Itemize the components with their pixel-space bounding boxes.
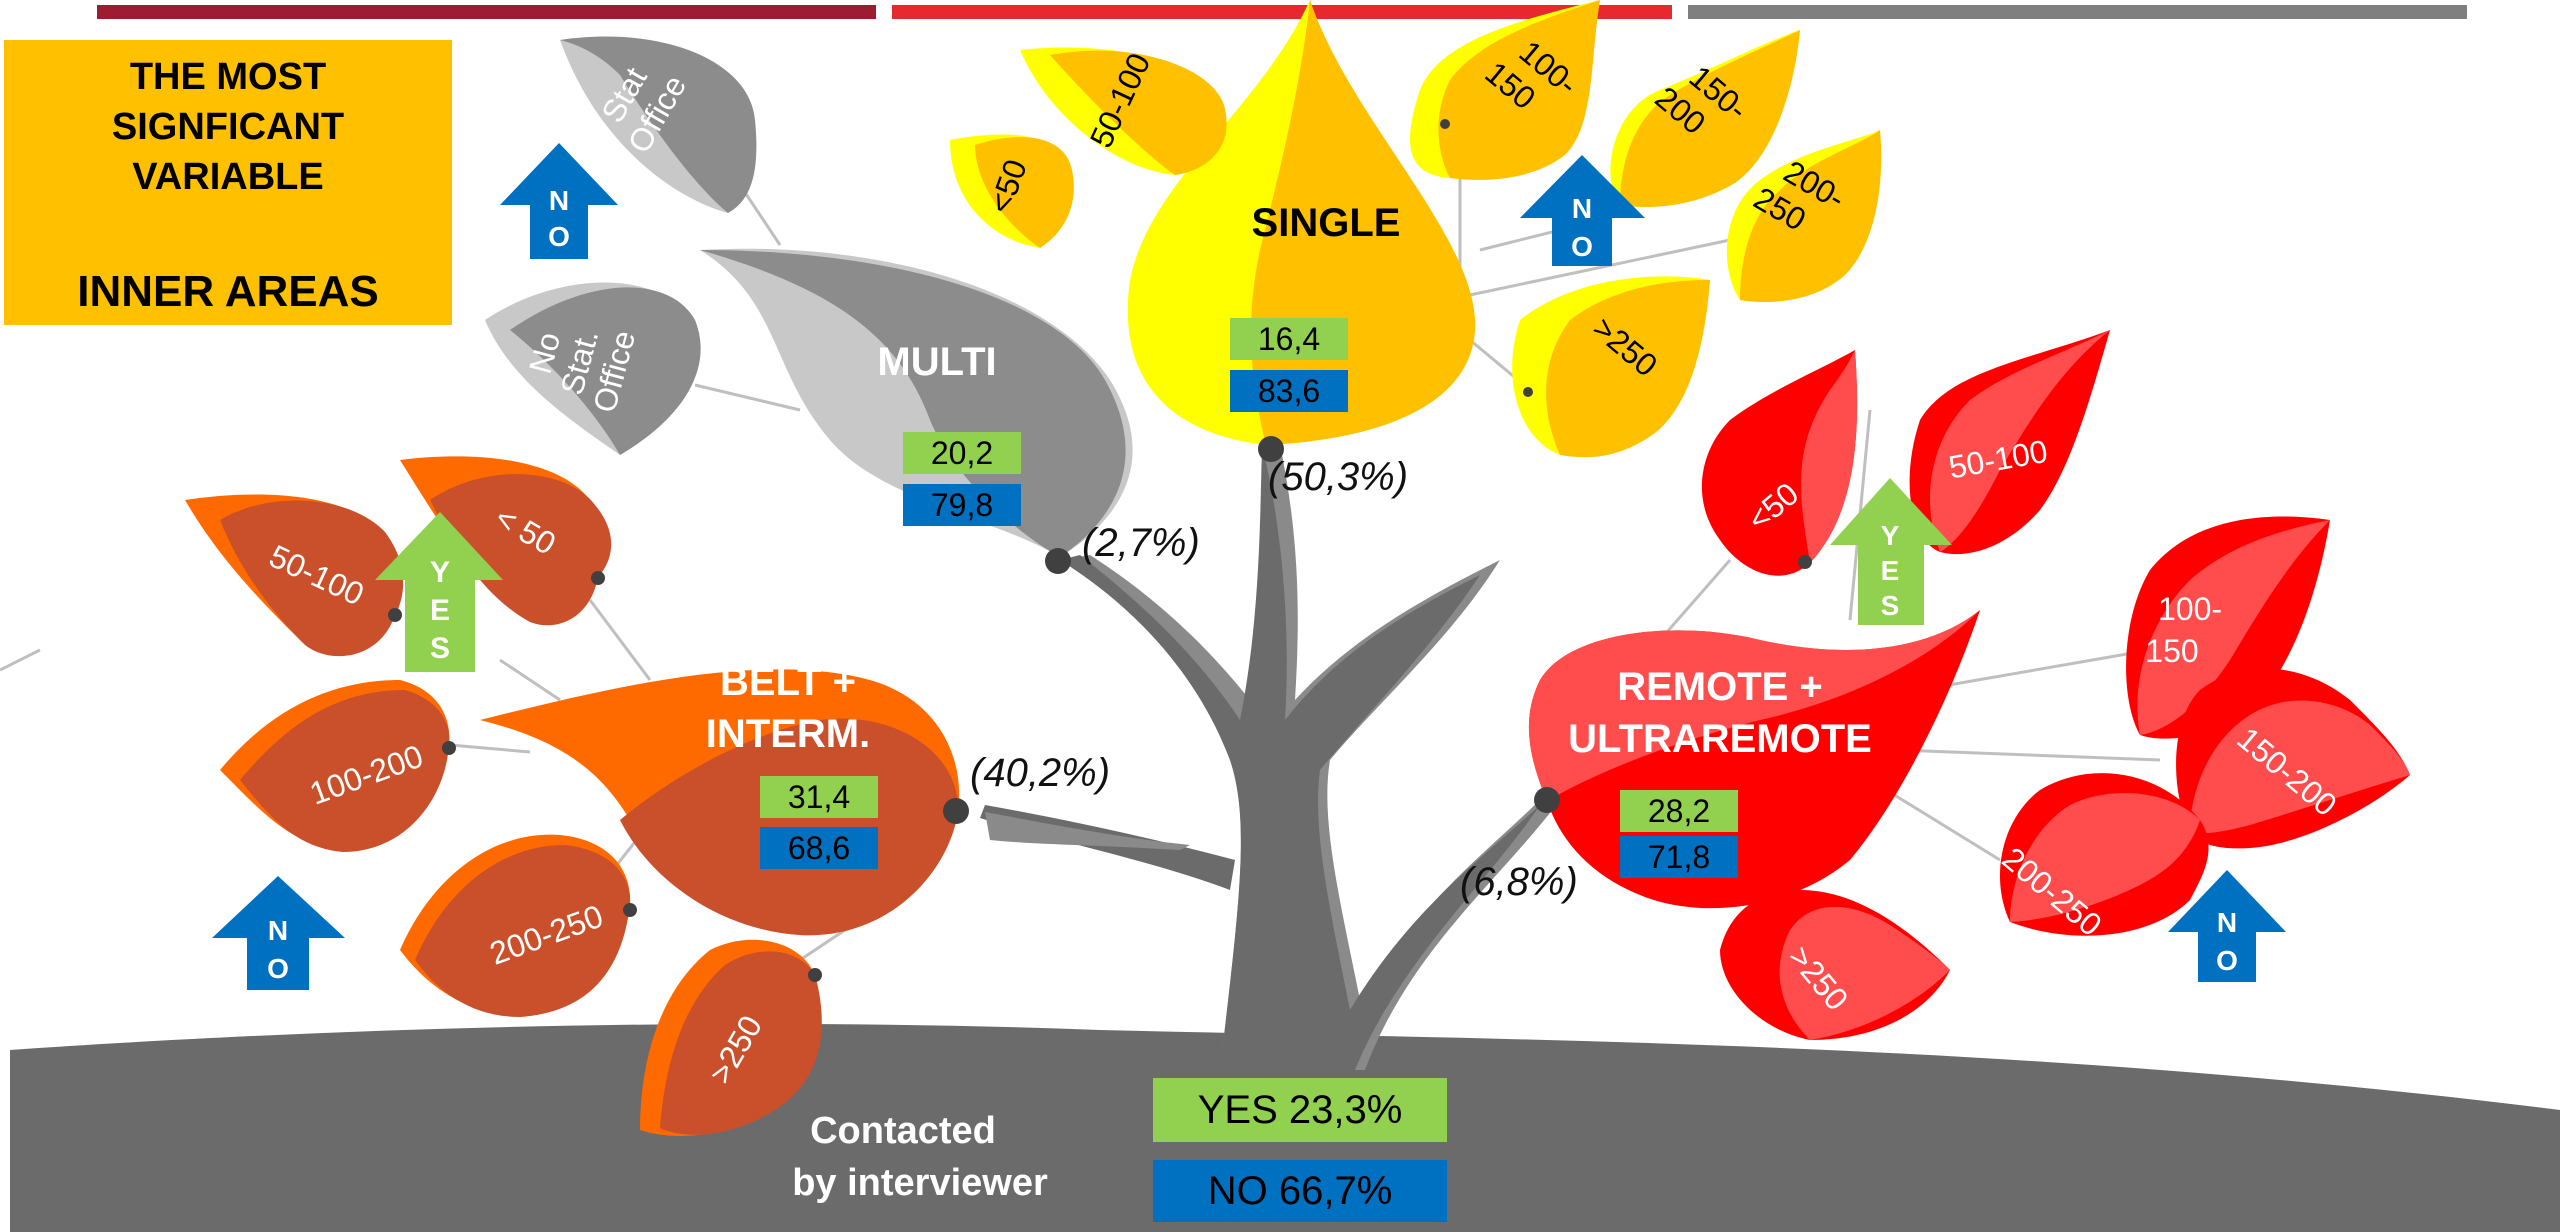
multi-share: (2,7%) [1082,521,1200,565]
multi-leaf-no-stat-office [485,282,701,455]
svg-text:E: E [430,594,450,627]
belt-label-line2: INTERM. [706,712,870,756]
tree-trunk [980,445,1560,1070]
svg-text:O: O [1571,231,1593,262]
header-bar-red [892,5,1672,19]
single-label: SINGLE [1252,201,1401,245]
remote-node [1534,787,1560,813]
remote-branch-leaf [1528,610,1980,909]
svg-text:S: S [1881,590,1900,621]
svg-text:E: E [1881,555,1900,586]
header-bar-dark-red [97,5,876,19]
multi-branch-leaf [700,248,1133,558]
single-leaf-gt250 [1512,276,1710,458]
svg-text:Y: Y [430,556,450,589]
belt-leaf-gt250 [640,939,822,1136]
belt-leaf-50-100 [185,494,404,657]
remote-label-line2: ULTRAREMOTE [1568,717,1872,761]
single-leaf-150-200 [1610,30,1800,208]
remote-share: (6,8%) [1460,860,1578,904]
remote-label-line1: REMOTE + [1617,665,1823,709]
single-yes-box: 16,4 [1230,318,1348,360]
header-bar-gray [1688,5,2467,19]
belt-label-line1: BELT + [720,660,856,704]
svg-text:O: O [267,953,289,984]
multi-label: MULTI [877,340,996,384]
belt-node [943,798,969,824]
belt-share: (40,2%) [970,751,1110,795]
yes-arrow-belt: Y E S [375,512,503,672]
no-arrow-remote: N O [2168,870,2286,982]
svg-text:N: N [1572,193,1592,224]
belt-no-box: 68,6 [760,827,878,869]
single-leaf-50-100 [1020,47,1227,175]
belt-leaf-200-250 [400,834,631,1017]
no-arrow-belt: N O [212,876,345,990]
single-leaf-100-150 [1410,0,1600,180]
remote-leaf-200-250 [2000,773,2209,936]
leaf-label-remote-100-150-line1: 100- [2158,591,2222,627]
svg-text:S: S [430,632,450,665]
belt-yes-box: 31,4 [760,776,878,818]
title-line3: VARIABLE [132,156,324,198]
leaf-label-no-stat-office: NoStat.Office [516,308,642,416]
remote-leaf-lt50 [1701,350,1858,576]
multi-node [1045,548,1071,574]
multi-leaf-stat-office [560,36,757,213]
remote-no-box: 71,8 [1620,836,1738,878]
title-line1: THE MOST [129,56,327,98]
trunk-label-line1: Contacted [810,1110,996,1152]
svg-text:O: O [2216,945,2238,976]
remote-leaf-100-150 [2126,516,2330,739]
no-arrow-single: N O [1520,155,1645,266]
remote-yes-box: 28,2 [1620,790,1738,832]
single-no-box: 83,6 [1230,370,1348,412]
svg-text:N: N [2217,907,2237,938]
total-yes-box: YES 23,3% [1153,1078,1447,1142]
svg-text:N: N [268,915,288,946]
title-line2: SIGNFICANT [111,106,345,148]
svg-text:O: O [548,221,570,252]
leaf-label-remote-100-150-line2: 150 [2145,633,2198,669]
remote-leaf-gt250 [1720,890,1950,1040]
single-leaf-200-250 [1726,130,1882,302]
svg-text:Y: Y [1881,520,1900,551]
trunk-label-line2: by interviewer [792,1162,1048,1204]
yes-arrow-remote: Y E S [1830,478,1952,625]
belt-leaf-lt50 [400,456,612,626]
single-share: (50,3%) [1268,455,1408,499]
no-arrow-multi: N O [500,143,618,259]
svg-text:N: N [549,185,569,216]
remote-leaf-150-200 [2176,668,2410,849]
remote-leaf-50-100 [1909,330,2110,555]
single-node [1258,436,1284,462]
belt-leaf-100-200 [220,680,450,852]
multi-yes-box: 20,2 [903,432,1021,474]
leaf-tip-dots [388,119,1812,982]
title-box: THE MOST SIGNFICANT VARIABLE INNER AREAS [4,40,452,325]
multi-no-box: 79,8 [903,484,1021,526]
total-no-box: NO 66,7% [1153,1160,1447,1222]
title-subject: INNER AREAS [77,267,379,316]
single-leaf-lt50 [950,134,1074,248]
